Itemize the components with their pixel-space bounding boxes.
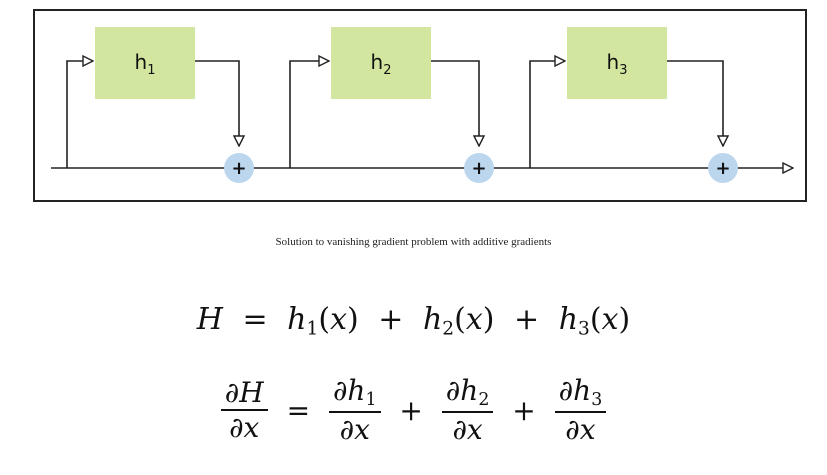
gradient-fraction: ∂h1∂x (328, 374, 381, 447)
plus-sign: + (512, 394, 536, 428)
block-h3-label: h3 (607, 50, 628, 78)
gradient-equation: ∂H∂x = ∂h1∂x + ∂h2∂x + ∂h3∂x (0, 374, 827, 447)
block-h1 (95, 27, 195, 99)
fraction-denominator: ∂x (220, 409, 268, 445)
skip-branch-2 (289, 61, 329, 168)
sum-term: h1(x) (287, 302, 359, 340)
adder-3 (708, 153, 738, 183)
residual-diagram: h1 + h2 + h3 + (51, 27, 809, 183)
block-h1-output (195, 60, 239, 146)
block-h2-label: h2 (371, 50, 392, 78)
block-h3-output (667, 60, 723, 146)
plus-sign: + (378, 302, 404, 337)
gradient-equals: = (286, 394, 311, 428)
fraction-numerator: ∂H (224, 375, 264, 409)
fraction-numerator: ∂h2 (445, 374, 490, 411)
block-h2-output (431, 60, 479, 146)
fraction-numerator: ∂h3 (558, 374, 603, 411)
adder-1 (224, 153, 254, 183)
fraction-denominator: ∂x (328, 411, 381, 447)
gradient-fraction: ∂H∂x (220, 375, 268, 445)
sum-term: h3(x) (558, 302, 631, 340)
plus-sign: + (399, 394, 423, 428)
figure-caption: Solution to vanishing gradient problem w… (275, 236, 552, 248)
fraction-denominator: ∂x (554, 411, 607, 447)
sum-lhs: H (196, 302, 223, 337)
fraction-denominator: ∂x (441, 411, 494, 447)
adder-2-symbol: + (471, 158, 486, 179)
block-h1-label: h1 (135, 50, 156, 78)
sum-equation: H = h1(x) + h2(x) + h3(x) (0, 302, 827, 340)
adder-2 (464, 153, 494, 183)
sum-equals: = (242, 302, 268, 337)
gradient-fraction: ∂h3∂x (554, 374, 607, 447)
block-h3 (567, 27, 667, 99)
diagram-frame: h1 + h2 + h3 + (33, 9, 807, 202)
gradient-fraction: ∂h2∂x (441, 374, 494, 447)
skip-branch-3 (529, 61, 565, 168)
sum-term: h2(x) (422, 302, 495, 340)
plus-sign: + (514, 302, 540, 337)
adder-3-symbol: + (715, 158, 730, 179)
fraction-numerator: ∂h1 (332, 374, 377, 411)
block-h2 (331, 27, 431, 99)
adder-1-symbol: + (231, 158, 246, 179)
skip-branch-1 (66, 61, 93, 168)
